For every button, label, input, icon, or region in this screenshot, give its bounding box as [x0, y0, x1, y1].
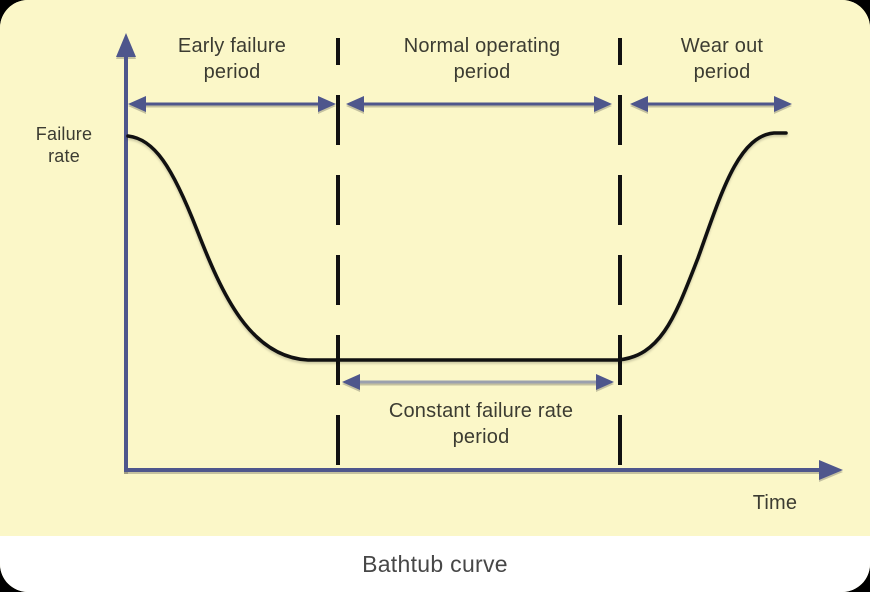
- diagram-caption: Bathtub curve: [362, 550, 508, 577]
- y-axis-label: Failure rate: [35, 124, 93, 166]
- x-axis-arrow-icon: [819, 460, 843, 480]
- normal-operating-span-arrow: [346, 96, 612, 112]
- diagram-canvas: [116, 33, 843, 480]
- arrow-left-icon: [128, 96, 146, 112]
- arrow-left-icon: [346, 96, 364, 112]
- early-failure-span-arrow: [128, 96, 336, 112]
- wear-out-period-label: Wear out period: [680, 35, 764, 83]
- caption-bar: Bathtub curve: [0, 536, 870, 592]
- arrow-right-icon: [318, 96, 336, 112]
- x-axis-label: Time: [752, 492, 798, 514]
- y-axis: [116, 33, 136, 472]
- constant-failure-rate-label: Constant failure rate period: [388, 400, 574, 448]
- arrow-right-icon: [594, 96, 612, 112]
- arrow-left-icon: [630, 96, 648, 112]
- constant-rate-span-arrow: [342, 374, 614, 390]
- arrow-left-icon: [342, 374, 360, 390]
- x-axis: [124, 460, 843, 480]
- normal-operating-period-label: Normal operating period: [403, 35, 561, 83]
- arrow-right-icon: [774, 96, 792, 112]
- arrow-right-icon: [596, 374, 614, 390]
- y-axis-arrow-icon: [116, 33, 136, 57]
- wear-out-span-arrow: [630, 96, 792, 112]
- bathtub-curve-line: [126, 131, 788, 362]
- early-failure-period-label: Early failure period: [177, 35, 287, 83]
- diagram-panel: Failure rate Early failure period Normal…: [35, 33, 843, 514]
